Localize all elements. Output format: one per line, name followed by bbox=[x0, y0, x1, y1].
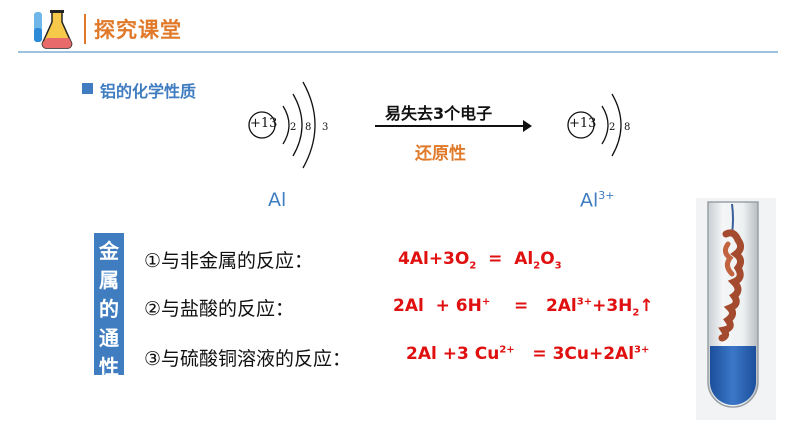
arrow-head-icon bbox=[523, 120, 532, 132]
al-ion-diagram: +13 2 8 bbox=[564, 68, 684, 188]
arrow-label-bottom: 还原性 bbox=[415, 144, 466, 164]
equation-2: 2Al + 6H+ = 2Al3++3H2↑ bbox=[393, 296, 654, 319]
reaction-label-3: ③与硫酸铜溶液的反应： bbox=[144, 348, 352, 370]
shell-2-electrons: 8 bbox=[624, 122, 631, 133]
page-title: 探究课堂 bbox=[94, 18, 182, 42]
bullet-square-icon bbox=[82, 83, 93, 94]
shell-2-electrons: 8 bbox=[305, 122, 312, 133]
lab-flask-icon bbox=[30, 10, 76, 50]
section-title: 铝的化学性质 bbox=[100, 82, 197, 101]
metal-properties-label: 金 属 的 通 性 bbox=[94, 233, 124, 379]
reaction-label-1: ①与非金属的反应： bbox=[144, 250, 314, 272]
equation-1: 4Al+3O2 = Al2O3 bbox=[398, 249, 562, 272]
header-divider bbox=[18, 51, 778, 53]
ion-charge: 3+ bbox=[598, 189, 615, 202]
nucleus-charge: +13 bbox=[569, 116, 597, 131]
al-symbol: Al bbox=[268, 189, 287, 211]
shell-1-electrons: 2 bbox=[609, 122, 616, 133]
header-separator bbox=[84, 14, 86, 44]
equation-3: 2Al +3 Cu2+ = 3Cu+2Al3+ bbox=[406, 344, 650, 364]
arrow-label-top: 易失去3个电子 bbox=[385, 104, 493, 123]
reaction-arrow bbox=[375, 125, 525, 127]
shell-1-electrons: 2 bbox=[290, 122, 297, 133]
test-tube-image bbox=[696, 198, 776, 420]
al-atom-diagram: +13 2 8 3 bbox=[245, 68, 365, 188]
reaction-label-2: ②与盐酸的反应： bbox=[144, 298, 295, 320]
nucleus-charge: +13 bbox=[250, 116, 278, 131]
shell-3-electrons: 3 bbox=[322, 122, 329, 133]
al-ion-symbol: Al3+ bbox=[580, 189, 615, 212]
